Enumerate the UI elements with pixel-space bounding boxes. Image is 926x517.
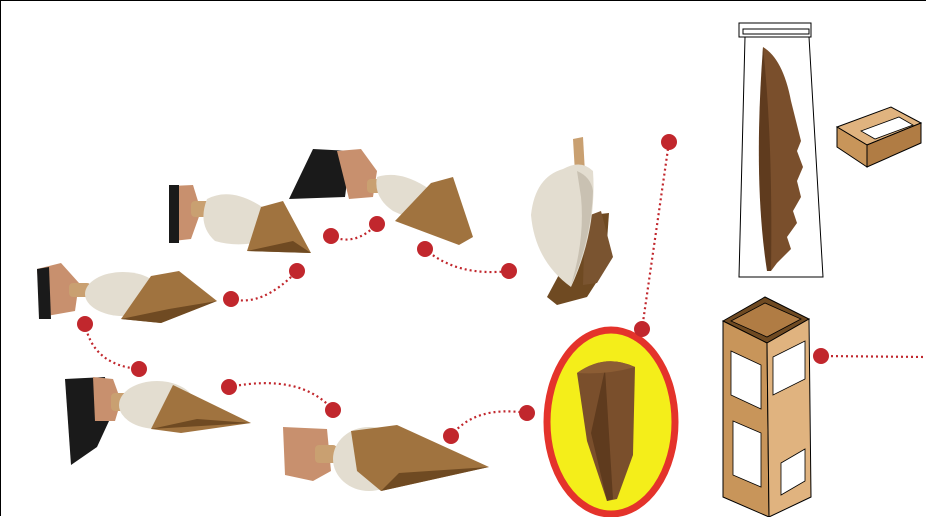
connector-3 bbox=[425, 249, 509, 272]
dot bbox=[813, 348, 829, 364]
connector-7 bbox=[642, 142, 669, 329]
dot bbox=[289, 263, 305, 279]
dot bbox=[323, 228, 339, 244]
connector-8 bbox=[821, 356, 925, 357]
dot bbox=[369, 216, 385, 232]
connector-5 bbox=[229, 383, 333, 410]
dot bbox=[661, 134, 677, 150]
dot bbox=[519, 405, 535, 421]
dot bbox=[417, 241, 433, 257]
connector-1 bbox=[231, 271, 297, 300]
wrapping-step-1-photo bbox=[37, 263, 217, 323]
dot bbox=[131, 361, 147, 377]
dot bbox=[443, 428, 459, 444]
tall-display-box bbox=[723, 297, 811, 517]
wrapping-step-2-photo bbox=[169, 185, 311, 253]
dot bbox=[221, 379, 237, 395]
connector-6 bbox=[451, 411, 527, 436]
dot bbox=[325, 402, 341, 418]
tall-cone-in-frame bbox=[739, 23, 823, 277]
dot bbox=[634, 321, 650, 337]
connector-4 bbox=[85, 324, 139, 369]
highlighted-paper-cone bbox=[547, 330, 675, 514]
dot bbox=[501, 263, 517, 279]
dot bbox=[223, 291, 239, 307]
standing-mold-photo bbox=[531, 137, 613, 305]
small-tray-box bbox=[837, 107, 921, 167]
dot bbox=[77, 316, 93, 332]
